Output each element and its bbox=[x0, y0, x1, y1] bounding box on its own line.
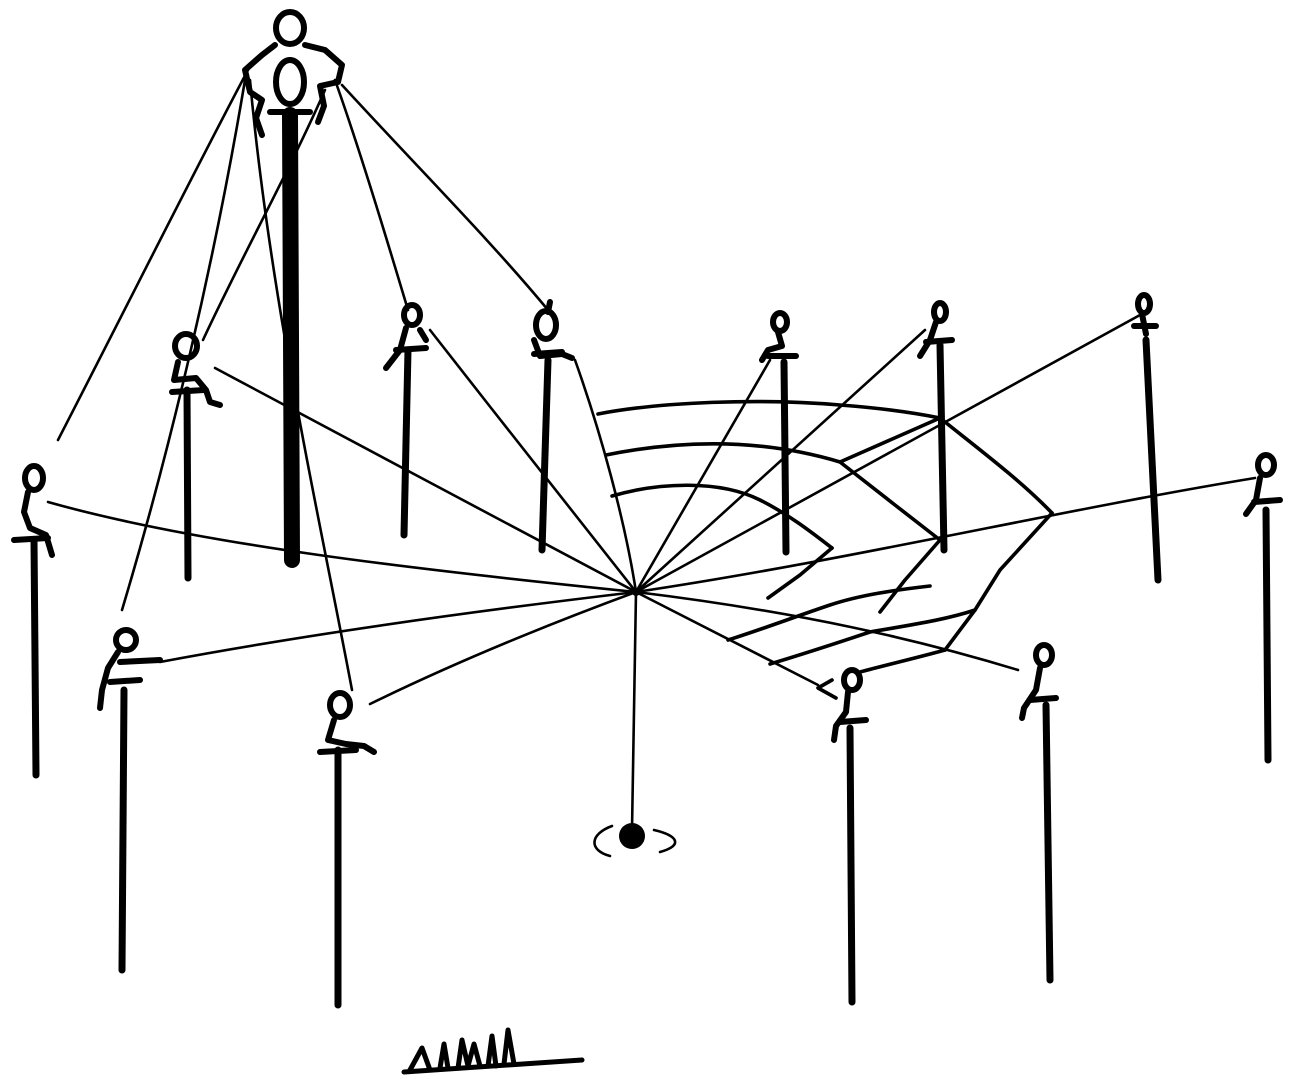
net-zig-2 bbox=[768, 548, 832, 598]
pole-back-right-3 bbox=[1146, 340, 1158, 580]
ground-ring-left bbox=[594, 826, 612, 856]
rope-hub-lower-left bbox=[160, 592, 636, 662]
net-arc-1 bbox=[598, 402, 940, 418]
rope-hub-left bbox=[48, 502, 636, 592]
rope-hub-back-right-2 bbox=[636, 330, 925, 592]
net-arc-3 bbox=[612, 485, 832, 548]
pole-central-tall bbox=[290, 115, 292, 560]
rope-hub-back-right-1 bbox=[636, 360, 770, 592]
pole-lower-left bbox=[122, 690, 124, 970]
rope-apex-to-mid-figure bbox=[335, 80, 408, 310]
figure-inner-left bbox=[172, 334, 220, 405]
rope-apex-to-lower-left bbox=[122, 80, 245, 610]
net-ring-1 bbox=[728, 586, 930, 640]
weight-ball bbox=[619, 823, 645, 849]
figure-front-left bbox=[320, 693, 374, 752]
rope-hub-center bbox=[575, 360, 636, 592]
rope-hub-drop bbox=[632, 592, 636, 830]
figures bbox=[14, 12, 1280, 752]
pole-left bbox=[34, 540, 36, 775]
net-zig-1 bbox=[840, 462, 940, 540]
figure-back-right-1 bbox=[762, 313, 796, 360]
pole-right bbox=[1046, 705, 1050, 980]
pole-mid bbox=[404, 350, 408, 535]
figure-back-right-3 bbox=[1134, 295, 1156, 334]
rope-hub-front-right bbox=[636, 592, 818, 685]
pole-back-right-2 bbox=[940, 345, 944, 550]
pole-center-back bbox=[542, 360, 548, 550]
pole-back-right-1 bbox=[784, 362, 786, 552]
rope-hub-mid bbox=[430, 330, 636, 592]
rope-net bbox=[598, 402, 1052, 698]
figure-lower-left bbox=[100, 630, 160, 708]
signature bbox=[404, 1030, 582, 1072]
net-hook bbox=[818, 680, 836, 698]
apex-ropes bbox=[58, 70, 548, 690]
rope-hub-inner-left bbox=[215, 368, 636, 592]
poles bbox=[34, 115, 1268, 1005]
figure-far-right bbox=[1246, 455, 1280, 514]
figure-left bbox=[14, 466, 52, 555]
hub-knot bbox=[632, 588, 640, 596]
figure-center-back bbox=[534, 302, 572, 358]
figure-right bbox=[1022, 645, 1056, 718]
pole-front-right bbox=[850, 728, 852, 1002]
pole-inner-left bbox=[187, 390, 188, 578]
net-ring-3 bbox=[860, 650, 945, 672]
pole-far-right bbox=[1266, 510, 1268, 760]
net-arc-2 bbox=[606, 418, 1052, 513]
net-zig-3 bbox=[880, 540, 940, 612]
radial-ropes bbox=[48, 315, 1255, 830]
rope-apex-to-left-figure bbox=[58, 70, 248, 440]
rope-apex-to-front-left bbox=[250, 80, 352, 690]
rope-hub-back-right-3 bbox=[636, 315, 1140, 592]
ground-ring-right bbox=[654, 830, 675, 852]
